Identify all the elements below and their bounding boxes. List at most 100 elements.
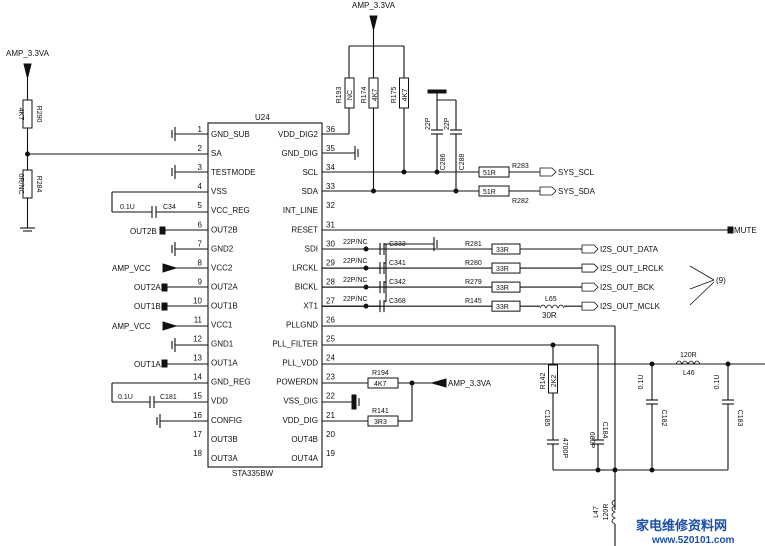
out2a-label: OUT2A [134,283,161,292]
pin-name: OUT2A [211,282,238,291]
r174-val: 4K7 [372,89,379,102]
l47-val: 120R [603,504,610,521]
pin-name: SCL [302,168,318,177]
pin-name: VCC1 [211,321,233,330]
c286-ref: C286 [440,154,447,171]
pin-number: 36 [326,125,335,134]
chip-body [207,122,323,468]
pin-name: OUT2B [211,225,238,234]
l46-val: 120R [680,352,697,359]
pin-number: 14 [193,373,202,382]
r141-ref: R141 [372,408,389,415]
i2s-cap-ref: C342 [389,279,406,286]
pin-name: SA [211,149,222,158]
power-label-amp33-mid: AMP_3.3VA [448,379,492,388]
ground-c286 [427,89,447,94]
chip-left-pins: 1GND_SUB2SA3TESTMODE4VSS5VCC_REG6OUT2B7G… [193,125,255,463]
pin-number: 32 [326,201,335,210]
amp-vcc-label-11: AMP_VCC [112,322,151,331]
pin-number: 20 [326,430,335,439]
r284-val: 0R/NC [17,173,24,194]
r193-ref: R193 [336,87,343,104]
i2s-net-label: I2S_OUT_LRCLK [600,264,664,273]
inductor-l47 [611,499,616,525]
r290-ref: R290 [35,106,42,123]
watermark-url: www.520101.com [651,535,735,546]
i2s-res-val: 33R [496,304,509,311]
r290-val: 4K7 [17,108,24,121]
watermark-cn: 家电维修资料网 [636,518,727,533]
pin-name: VCC_REG [211,206,250,215]
inductor-l65 [539,304,565,309]
l65-ref: L65 [545,296,557,303]
i2s-net-label: I2S_OUT_DATA [600,245,659,254]
power-label-amp33-top: AMP_3.3VA [352,1,396,10]
i2s-res-val: 33R [496,266,509,273]
pin-number: 27 [326,296,335,305]
r175-ref: R175 [391,87,398,104]
pin-number: 29 [326,258,335,267]
i2s-cap-val: 22P/NC [343,239,368,246]
i2s-connector [581,282,599,292]
pin-name: GND2 [211,244,234,253]
i2s-res-ref: R279 [465,279,482,286]
pin-number: 4 [198,182,203,191]
out2b-label: OUT2B [130,227,157,236]
pin-number: 17 [193,430,202,439]
pin-number: 24 [326,354,335,363]
c288-val: 22P [444,117,451,130]
pin-number: 35 [326,144,335,153]
pin-name: CONFIG [211,416,242,425]
c181-val: 0.1U [118,394,133,401]
pin-number: 18 [193,449,202,458]
pin-number: 33 [326,182,335,191]
pin-number: 1 [198,125,203,134]
pin-number: 25 [326,335,335,344]
pin-name: GND_SUB [211,130,250,139]
pin-name: PLLGND [286,321,318,330]
scl-net-label: SYS_SCL [558,168,595,177]
i2s-res-ref: R145 [465,298,482,305]
out1b-label: OUT1B [134,302,161,311]
pin-name: BICKL [295,282,319,291]
r142-ref: R142 [540,373,547,390]
chip-right-pins: 36VDD_DIG235GND_DIG34SCL33SDA32INT_LINE3… [272,125,335,463]
i2s-net-label: I2S_OUT_BCK [600,283,655,292]
l65-val: 30R [542,311,557,320]
out1a-label: OUT1A [134,360,161,369]
power-arrow-left [23,63,32,79]
pin-name: LRCKL [292,263,318,272]
c184-val: 680P [588,432,595,449]
i2s-connector [581,263,599,273]
sda-net-label: SYS_SDA [558,187,596,196]
c183-ref: C183 [736,410,743,427]
r282-val: 51R [483,189,496,196]
i2s-connector [581,244,599,254]
i2s-cap-val: 22P/NC [343,258,368,265]
c185-val: 4700P [561,438,568,459]
l47-ref: L47 [593,506,600,518]
pin-name: VSS [211,187,227,196]
pin-name: TESTMODE [211,168,255,177]
pin-number: 13 [193,354,202,363]
power-label-amp33-left: AMP_3.3VA [6,49,50,58]
pin-name: OUT1A [211,359,238,368]
pin-number: 2 [198,144,203,153]
c181-ref: C181 [160,394,177,401]
i2s-group-label: (9) [716,276,726,285]
pin-name: SDI [305,244,318,253]
ground-pin22 [351,394,357,410]
c185-ref: C185 [543,410,550,427]
pin-number: 19 [326,449,335,458]
pin-number: 28 [326,277,335,286]
power-arrow-mid [430,378,447,388]
inductor-l46 [675,360,701,365]
pin-number: 21 [326,411,335,420]
pin-number: 22 [326,392,335,401]
pin-name: VDD_DIG [282,416,318,425]
c288-ref: C288 [459,154,466,171]
pin-name: SDA [302,187,319,196]
pin-number: 34 [326,163,335,172]
pin-name: OUT3B [211,435,238,444]
chip-ref: U24 [255,113,270,122]
